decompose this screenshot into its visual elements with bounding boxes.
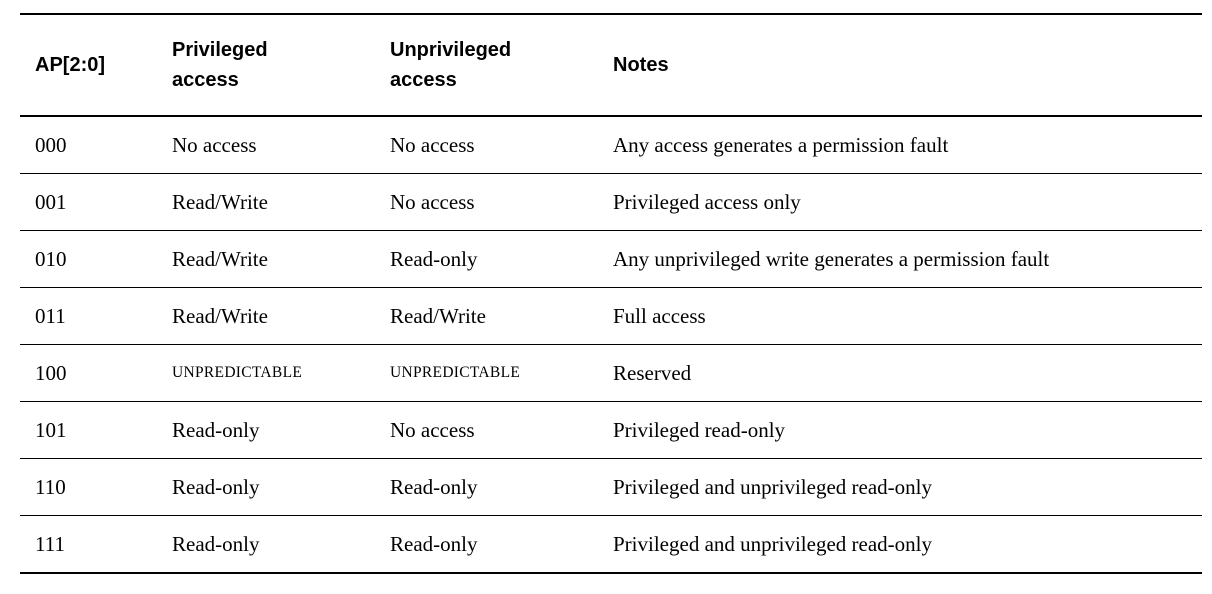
cell-notes: Privileged read-only (613, 417, 786, 442)
cell-unprivileged: Read-only (390, 531, 478, 556)
cell-unprivileged: UNPREDICTABLE (390, 364, 521, 382)
cell-ap: 101 (35, 417, 67, 442)
cell-notes: Any unprivileged write generates a permi… (613, 246, 1050, 271)
cell-privileged: Read/Write (172, 303, 268, 328)
cell-unprivileged: Read-only (390, 474, 478, 499)
cell-privileged: No access (172, 132, 257, 157)
table-body: 000 No access No access Any access generate… (20, 116, 1202, 573)
cell-notes: Privileged and unprivileged read-only (613, 474, 932, 499)
cell-unprivileged: Read-only (390, 246, 478, 271)
header-row: AP[2:0] Privileged access Unprivileged a… (20, 14, 1202, 116)
column-header-notes: Notes (613, 54, 669, 76)
table-row: 110 Read-only Read-only Privileged and unpr… (20, 459, 1202, 516)
table-row: 011 Read/Write Read/Write Full access (20, 288, 1202, 345)
table-header: AP[2:0] Privileged access Unprivileged a… (20, 14, 1202, 116)
table-row: 101 Read-only No access Privileged read-onl… (20, 402, 1202, 459)
cell-notes: Reserved (613, 360, 692, 385)
cell-privileged: Read/Write (172, 189, 268, 214)
cell-privileged: Read-only (172, 417, 260, 442)
cell-unprivileged: No access (390, 189, 475, 214)
cell-unprivileged: No access (390, 132, 475, 157)
cell-ap: 100 (35, 360, 67, 385)
table-row: 010 Read/Write Read-only Any unprivileged w… (20, 231, 1202, 288)
cell-ap: 110 (35, 474, 66, 499)
cell-notes: Privileged and unprivileged read-only (613, 531, 932, 556)
cell-ap: 111 (35, 531, 65, 556)
cell-ap: 001 (35, 189, 67, 214)
column-header-unprivileged: Unprivileged access (390, 39, 512, 91)
cell-ap: 000 (35, 132, 67, 157)
cell-ap: 011 (35, 303, 66, 328)
cell-ap: 010 (35, 246, 67, 271)
cell-notes: Full access (613, 303, 706, 328)
cell-privileged: Read/Write (172, 246, 268, 271)
column-header-privileged: Privileged access (172, 39, 268, 91)
cell-privileged: Read-only (172, 531, 260, 556)
document-page: AP[2:0] Privileged access Unprivileged a… (20, 13, 1202, 574)
column-header-ap: AP[2:0] (35, 54, 106, 76)
cell-notes: Privileged access only (613, 189, 801, 214)
cell-unprivileged: Read/Write (390, 303, 486, 328)
table-row: 001 Read/Write No access Privileged access … (20, 174, 1202, 231)
cell-privileged: Read-only (172, 474, 260, 499)
cell-privileged: UNPREDICTABLE (172, 364, 303, 382)
table-row: 100 UNPREDICTABLE UNPREDICTABLE Reserved (20, 345, 1202, 402)
table-row: 111 Read-only Read-only Privileged and unpr… (20, 516, 1202, 574)
table-row: 000 No access No access Any access generate… (20, 116, 1202, 174)
cell-unprivileged: No access (390, 417, 475, 442)
access-permissions-table: AP[2:0] Privileged access Unprivileged a… (20, 13, 1202, 574)
cell-notes: Any access generates a permission fault (613, 132, 949, 157)
